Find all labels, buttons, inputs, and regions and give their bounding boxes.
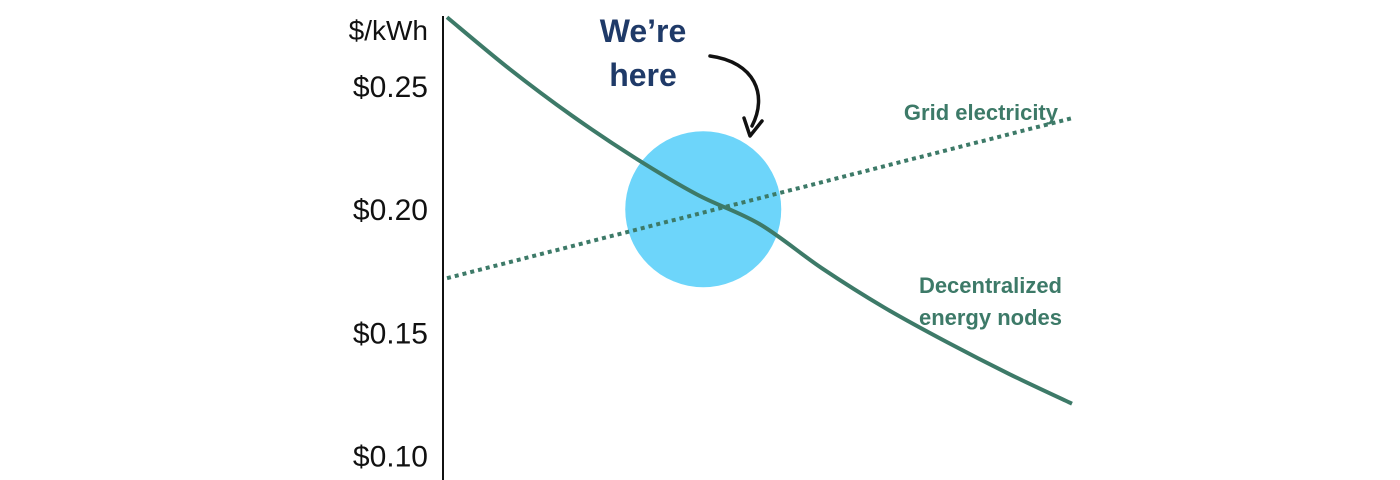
series-label-decentralized-energy-nodes: energy nodes	[919, 305, 1062, 330]
y-tick-label: $0.25	[353, 71, 428, 104]
callout-arrow	[708, 54, 761, 128]
callout-text: here	[609, 57, 677, 93]
callout-arrowhead	[742, 116, 764, 138]
series-label-grid-electricity: Grid electricity	[904, 100, 1059, 125]
y-tick-label: $0.15	[353, 317, 428, 350]
y-tick-label: $0.10	[353, 440, 428, 473]
series-label-decentralized-energy-nodes: Decentralized	[919, 273, 1062, 298]
series-line-decentralized-energy-nodes	[445, 15, 1073, 406]
y-axis-unit-label: $/kWh	[349, 15, 428, 46]
callout: We’re here	[600, 13, 764, 138]
callout-text: We’re	[600, 13, 687, 49]
y-tick-labels: $0.25 $0.20 $0.15 $0.10	[353, 71, 428, 473]
highlight-layer	[625, 131, 782, 288]
series-line-grid-electricity	[446, 116, 1073, 281]
highlight-circle	[625, 131, 782, 288]
y-tick-label: $0.20	[353, 194, 428, 227]
series-layer	[445, 15, 1073, 406]
